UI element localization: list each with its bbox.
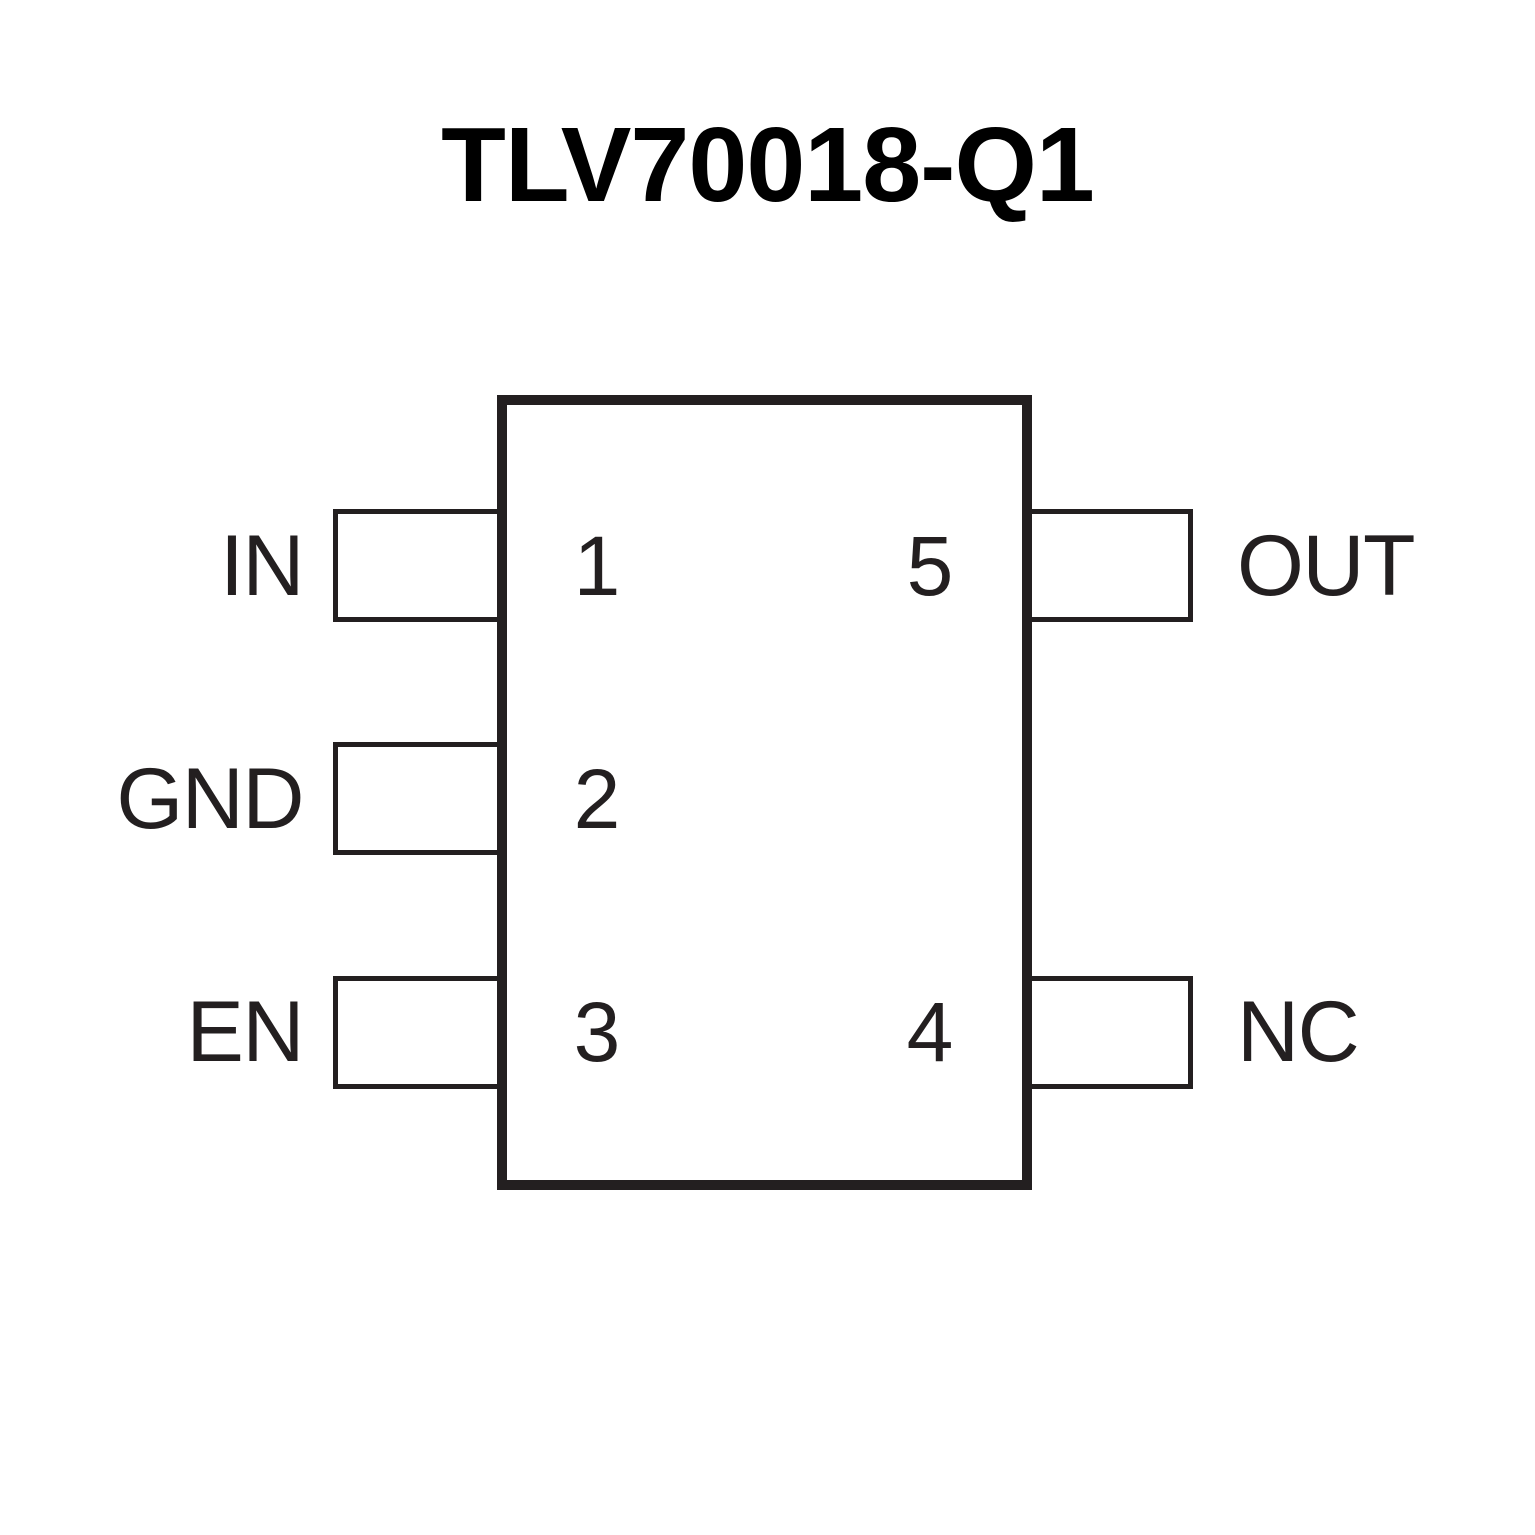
pin-label-nc: NC bbox=[1237, 984, 1360, 1080]
pin-number-5: 5 bbox=[906, 519, 954, 613]
pin-number-1: 1 bbox=[573, 519, 621, 613]
pin-pad-gnd bbox=[333, 742, 507, 855]
pin-number-3: 3 bbox=[573, 985, 621, 1079]
pin-pad-en bbox=[333, 976, 507, 1089]
part-title: TLV70018-Q1 bbox=[441, 106, 1095, 224]
ic-package-body bbox=[497, 395, 1032, 1190]
pin-label-out: OUT bbox=[1237, 518, 1416, 614]
pin-number-2: 2 bbox=[573, 752, 621, 846]
pin-pad-nc bbox=[1022, 976, 1193, 1089]
pin-pad-in bbox=[333, 509, 507, 622]
pin-label-gnd: GND bbox=[116, 751, 304, 847]
pin-number-4: 4 bbox=[906, 985, 954, 1079]
pin-label-in: IN bbox=[220, 518, 305, 614]
pin-pad-out bbox=[1022, 509, 1193, 622]
pin-label-en: EN bbox=[186, 984, 305, 1080]
